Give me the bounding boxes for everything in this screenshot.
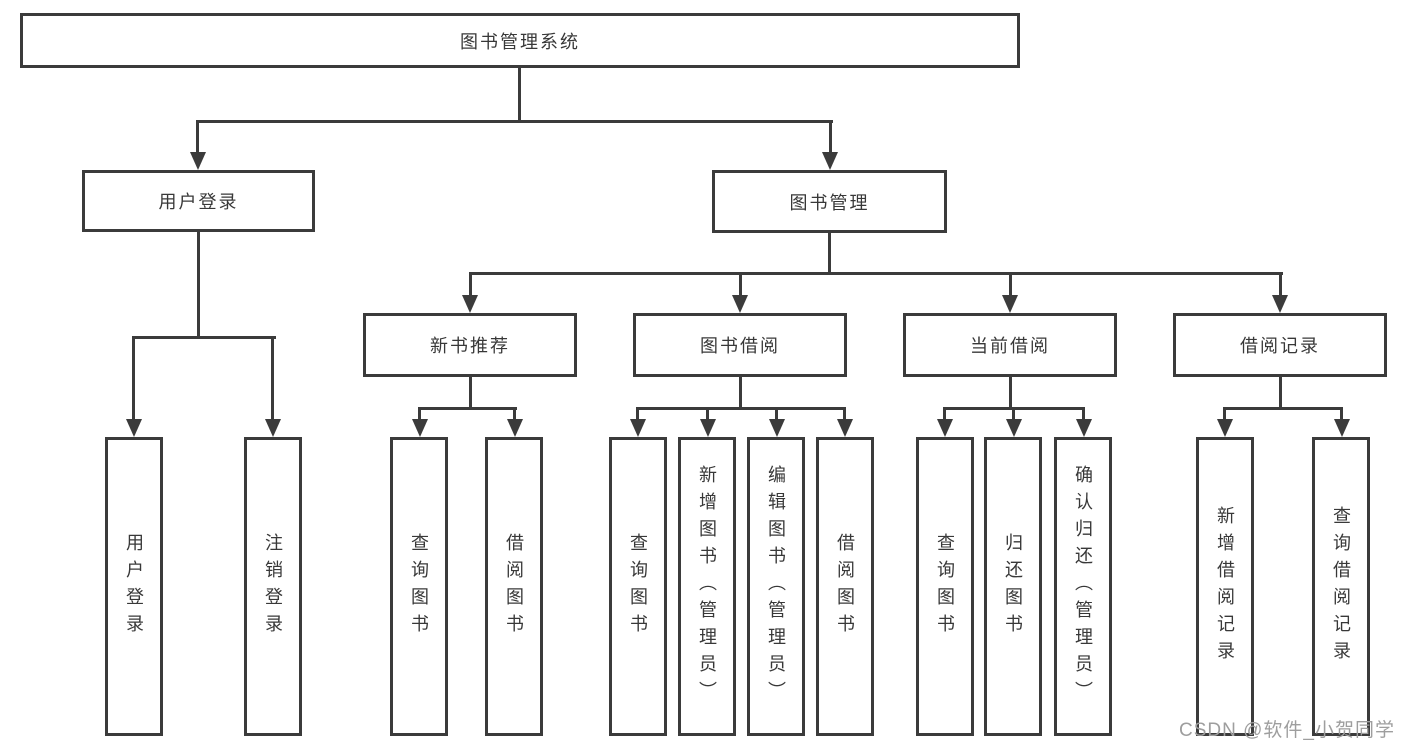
arrowhead-g2-c1 (630, 419, 646, 437)
leaf-add-borrow-record-label: 新增借阅记录 (1215, 505, 1235, 668)
leaf-return-books: 归还图书 (984, 437, 1042, 736)
arrowhead-g4-c2 (1334, 419, 1350, 437)
connector-mgmt-split (470, 272, 1283, 275)
connector-to-book-mgmt (829, 120, 832, 154)
connector-login-split (134, 336, 276, 339)
arrowhead-current-borrow (1002, 295, 1018, 313)
leaf-logout: 注销登录 (244, 437, 302, 736)
connector-to-user-login (196, 120, 199, 154)
node-new-book-recommend: 新书推荐 (363, 313, 577, 377)
node-borrow-records: 借阅记录 (1173, 313, 1387, 377)
arrowhead-user-login (190, 152, 206, 170)
connector-g1-split (419, 407, 517, 410)
leaf-add-borrow-record: 新增借阅记录 (1196, 437, 1254, 736)
connector-g3-c2 (1012, 407, 1015, 419)
leaf-query-books-recommend: 查询图书 (390, 437, 448, 736)
connector-g1-c1 (418, 407, 421, 419)
connector-to-book-borrow (739, 272, 742, 295)
connector-g2-down (739, 377, 742, 409)
connector-g1-c2 (513, 407, 516, 419)
arrowhead-borrow-records (1272, 295, 1288, 313)
connector-g4-down (1279, 377, 1282, 409)
connector-g2-c4 (843, 407, 846, 419)
connector-g3-c3 (1082, 407, 1085, 419)
leaf-confirm-return-admin: 确认归还（管理员） (1054, 437, 1112, 736)
arrowhead-g3-c3 (1076, 419, 1092, 437)
csdn-watermark: CSDN @软件_小贺同学 (1179, 720, 1395, 741)
arrowhead-g2-c3 (769, 419, 785, 437)
leaf-query-borrow-record-label: 查询借阅记录 (1331, 505, 1351, 668)
leaf-add-books-admin-label: 新增图书（管理员） (697, 465, 717, 708)
leaf-edit-books-admin: 编辑图书（管理员） (747, 437, 805, 736)
connector-g2-c2 (706, 407, 709, 419)
leaf-add-books-admin: 新增图书（管理员） (678, 437, 736, 736)
node-book-management-branch: 图书管理 (712, 170, 947, 233)
arrowhead-leaf-login (126, 419, 142, 437)
leaf-return-books-label: 归还图书 (1003, 532, 1023, 641)
arrowhead-g1-c2 (507, 419, 523, 437)
connector-g4-split (1224, 407, 1343, 410)
arrowhead-g2-c2 (700, 419, 716, 437)
leaf-query-books-borrow: 查询图书 (609, 437, 667, 736)
connector-login-down (197, 232, 200, 336)
connector-to-leaf-logout (271, 336, 274, 419)
connector-g3-c1 (943, 407, 946, 419)
connector-g4-c2 (1340, 407, 1343, 419)
node-library-system-root: 图书管理系统 (20, 13, 1020, 68)
connector-to-current-borrow (1009, 272, 1012, 295)
arrowhead-leaf-logout (265, 419, 281, 437)
connector-g2-split (637, 407, 846, 410)
arrowhead-g4-c1 (1217, 419, 1233, 437)
leaf-borrow-books: 借阅图书 (816, 437, 874, 736)
connector-to-leaf-login (132, 336, 135, 419)
arrowhead-book-mgmt (822, 152, 838, 170)
connector-g2-c1 (636, 407, 639, 419)
node-book-borrow: 图书借阅 (633, 313, 847, 377)
leaf-borrow-books-recommend-label: 借阅图书 (504, 532, 524, 641)
leaf-borrow-books-label: 借阅图书 (835, 532, 855, 641)
leaf-confirm-return-admin-label: 确认归还（管理员） (1073, 465, 1093, 708)
connector-to-new-book (469, 272, 472, 295)
node-user-login-branch: 用户登录 (82, 170, 315, 232)
arrowhead-g1-c1 (412, 419, 428, 437)
connector-root-down (518, 68, 521, 120)
leaf-query-books-borrow-label: 查询图书 (628, 532, 648, 641)
leaf-user-login-label: 用户登录 (124, 532, 144, 641)
arrowhead-g3-c2 (1006, 419, 1022, 437)
leaf-borrow-books-recommend: 借阅图书 (485, 437, 543, 736)
connector-to-borrow-records (1279, 272, 1282, 295)
connector-g1-down (469, 377, 472, 409)
leaf-query-borrow-record: 查询借阅记录 (1312, 437, 1370, 736)
leaf-edit-books-admin-label: 编辑图书（管理员） (766, 465, 786, 708)
leaf-query-books-recommend-label: 查询图书 (409, 532, 429, 641)
connector-mgmt-down (828, 233, 831, 274)
leaf-query-books-current-label: 查询图书 (935, 532, 955, 641)
connector-root-split (197, 120, 833, 123)
connector-g2-c3 (775, 407, 778, 419)
connector-g3-down (1009, 377, 1012, 409)
node-current-borrow: 当前借阅 (903, 313, 1117, 377)
arrowhead-g3-c1 (937, 419, 953, 437)
connector-g4-c1 (1223, 407, 1226, 419)
arrowhead-new-book (462, 295, 478, 313)
leaf-query-books-current: 查询图书 (916, 437, 974, 736)
leaf-user-login: 用户登录 (105, 437, 163, 736)
arrowhead-book-borrow (732, 295, 748, 313)
arrowhead-g2-c4 (837, 419, 853, 437)
leaf-logout-label: 注销登录 (263, 532, 283, 641)
